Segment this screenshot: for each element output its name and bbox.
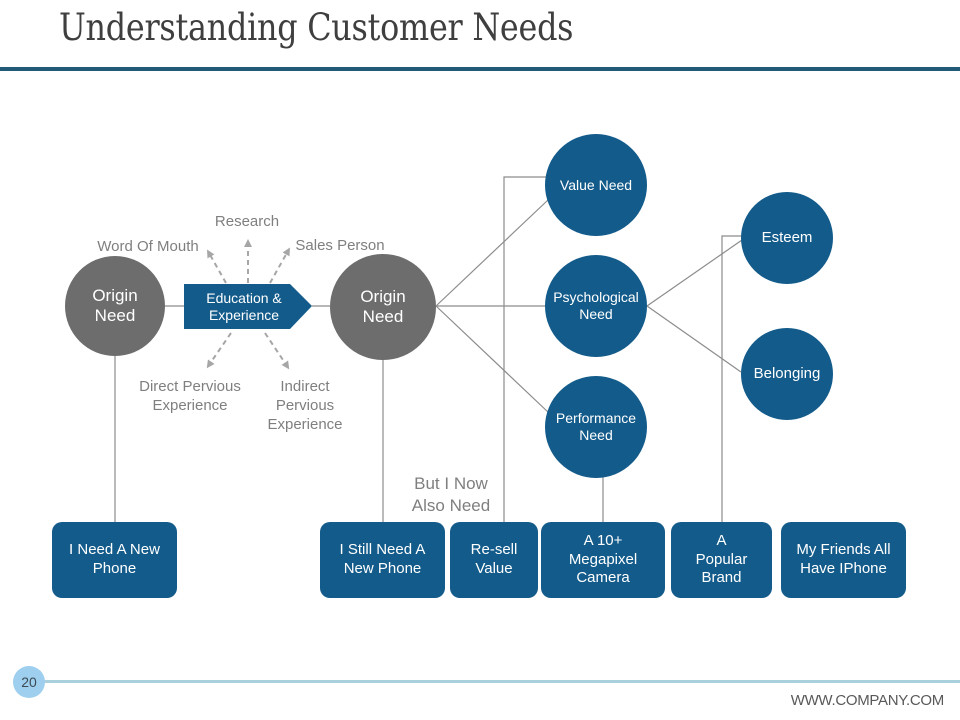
origin-need-circle-2 bbox=[330, 254, 436, 360]
connector-psych-to-belonging bbox=[646, 305, 742, 373]
origin-need-circle-1 bbox=[65, 256, 165, 356]
psychological-need-label: Psychological Need bbox=[553, 289, 639, 322]
arrow-sales-person bbox=[269, 247, 290, 284]
origin-need-label-2: Origin Need bbox=[360, 286, 406, 326]
connector-value-need-to-resell bbox=[503, 176, 546, 522]
research-label: Research bbox=[214, 213, 280, 230]
connector-origin2-to-value-need bbox=[435, 199, 549, 307]
statement-friends-iphone: My Friends All Have IPhone bbox=[781, 522, 906, 598]
psychological-need-circle bbox=[545, 255, 647, 357]
footer-divider bbox=[44, 680, 960, 683]
performance-need-label: Performance Need bbox=[555, 410, 637, 443]
statement-need-new-phone: I Need A New Phone bbox=[52, 522, 177, 598]
direct-experience-label: Direct Pervious Experience bbox=[139, 378, 241, 415]
title-divider bbox=[0, 67, 960, 71]
esteem-label: Esteem bbox=[761, 229, 813, 246]
arrow-direct-experience bbox=[206, 332, 232, 369]
statement-still-need-phone: I Still Need A New Phone bbox=[320, 522, 445, 598]
connector-origin2-to-performance-need bbox=[435, 305, 550, 414]
esteem-circle bbox=[741, 192, 833, 284]
arrow-word-of-mouth bbox=[207, 249, 227, 284]
footer-url: WWW.COMPANY.COM bbox=[790, 692, 945, 709]
word-of-mouth-label: Word Of Mouth bbox=[97, 238, 199, 255]
belonging-circle bbox=[741, 328, 833, 420]
sales-person-label: Sales Person bbox=[295, 237, 385, 254]
connector-esteem-to-brand bbox=[721, 235, 742, 522]
process-label: Education & Experience bbox=[206, 289, 282, 323]
arrow-indirect-experience bbox=[264, 332, 290, 370]
performance-need-circle bbox=[545, 376, 647, 478]
connector-psych-to-esteem bbox=[646, 239, 743, 307]
origin-need-label-1: Origin Need bbox=[92, 285, 138, 325]
statement-megapixel-camera: A 10+ Megapixel Camera bbox=[541, 522, 665, 598]
page-number-badge: 20 bbox=[13, 666, 45, 698]
value-need-circle bbox=[545, 134, 647, 236]
indirect-experience-label: Indirect Pervious Experience bbox=[267, 378, 343, 434]
process-arrow-shape bbox=[184, 284, 312, 329]
transition-label: But I Now Also Need bbox=[411, 474, 491, 516]
belonging-label: Belonging bbox=[753, 365, 821, 382]
value-need-label: Value Need bbox=[559, 176, 633, 193]
statement-popular-brand: A Popular Brand bbox=[671, 522, 772, 598]
statement-resell-value: Re-sell Value bbox=[450, 522, 538, 598]
slide-title: Understanding Customer Needs bbox=[59, 6, 574, 49]
